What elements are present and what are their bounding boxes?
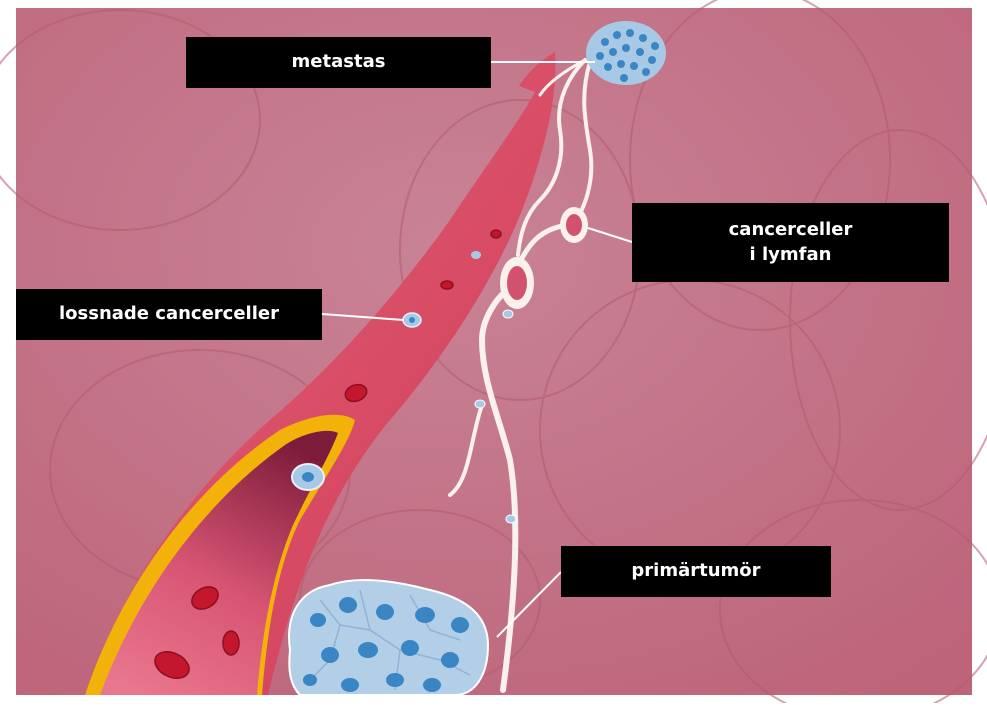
label-detached-cancer-cells-text: lossnade cancerceller: [59, 302, 279, 326]
label-lymph-line-2: i lymfan: [729, 243, 853, 267]
label-detached-cancer-cells: lossnade cancerceller: [16, 289, 322, 340]
label-primary-tumor: primärtumör: [561, 546, 831, 597]
label-metastasis-text: metastas: [292, 50, 386, 74]
label-cancer-cells-in-lymph: cancerceller i lymfan: [632, 203, 949, 282]
label-metastasis: metastas: [186, 37, 491, 88]
label-primary-tumor-text: primärtumör: [631, 559, 760, 583]
label-lymph-line-1: cancerceller: [729, 218, 853, 242]
metastasis-cluster: [586, 21, 666, 85]
